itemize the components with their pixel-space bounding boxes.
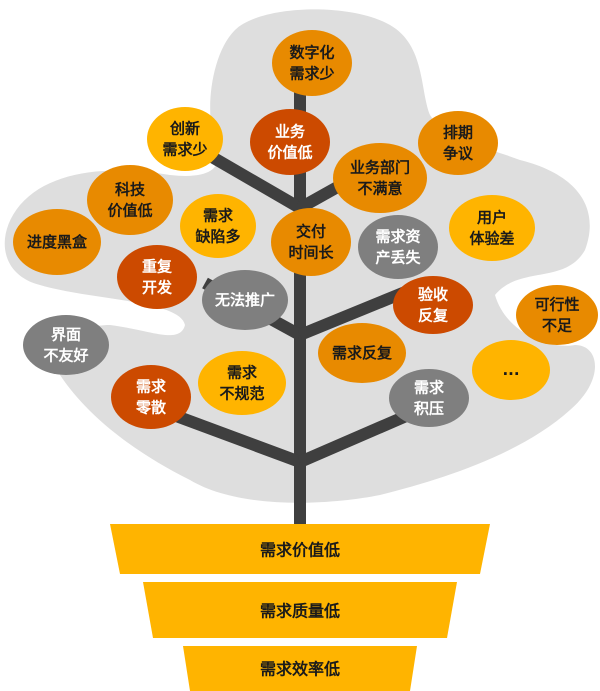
node-bubble: [418, 111, 498, 175]
node-label: 产丢失: [375, 249, 421, 267]
node-label: 创新: [169, 120, 200, 138]
node-label: 反复: [418, 307, 449, 325]
funnel-level-3: [183, 646, 417, 691]
node-label: 进度黑盒: [27, 233, 88, 251]
node-label: 需求少: [162, 141, 207, 159]
root-cause-funnel: 需求价值低 需求质量低 需求效率低: [110, 524, 490, 691]
node-label: 需求反复: [332, 344, 393, 362]
node-bubble: [358, 215, 438, 279]
funnel-level-2: [143, 582, 457, 638]
node-label: 需求少: [289, 65, 334, 83]
node-bubble: [147, 107, 223, 171]
node-bubble: [250, 109, 330, 175]
node-label: 可行性: [534, 296, 579, 314]
node-bubble: [202, 270, 288, 330]
node-bubble: [393, 276, 473, 334]
branch-mid-right: [297, 284, 413, 341]
node-label: 数字化: [289, 44, 334, 62]
node-bubble: [180, 194, 256, 258]
node-label: 验收: [418, 286, 448, 304]
node-label: 需求: [136, 378, 167, 396]
node-label: 科技: [115, 181, 146, 199]
node-label: 排期: [443, 124, 473, 142]
node-bubble: [272, 30, 352, 96]
node-label: 体验差: [469, 230, 514, 248]
node-bubble: [333, 143, 427, 213]
node-label: 需求: [227, 364, 258, 382]
node-label: 界面: [51, 326, 81, 344]
node-label: 不规范: [219, 385, 264, 403]
node-label: 缺陷多: [194, 228, 240, 246]
node-label: 交付: [296, 223, 326, 241]
node-label: 需求: [414, 379, 445, 397]
node-label: 业务: [275, 123, 306, 141]
node-bubble: [271, 208, 351, 276]
node-label: 价值低: [107, 202, 152, 220]
node-cannot-promote: 无法推广: [202, 270, 288, 330]
funnel-level-1: [110, 524, 490, 574]
node-label: 积压: [414, 400, 444, 418]
node-bubble: [389, 369, 469, 427]
node-label: 无法推广: [214, 291, 275, 309]
node-label: 不友好: [43, 347, 88, 365]
node-label: 争议: [443, 145, 474, 163]
node-bubble: [449, 195, 535, 261]
branch-lower-left: [157, 404, 303, 468]
node-progress-black-box: 进度黑盒: [13, 209, 101, 275]
node-label: 业务部门: [350, 159, 410, 177]
funnel-level-3-label: 需求效率低: [260, 660, 340, 679]
node-label: 开发: [142, 279, 173, 297]
funnel-level-2-label: 需求质量低: [260, 602, 340, 621]
node-label: 时间长: [288, 244, 334, 262]
node-bubble: [198, 351, 286, 415]
node-bubble: [516, 285, 598, 345]
branch-lower-right: [297, 404, 423, 468]
node-bubble: [13, 209, 101, 275]
node-bubble: [318, 323, 406, 383]
node-bubble: [472, 340, 550, 400]
node-demand-repeated: 需求反复: [318, 323, 406, 383]
node-bubble: [117, 245, 197, 309]
node-label: 重复: [142, 258, 173, 276]
node-label: 不满意: [357, 180, 402, 198]
node-label: 不足: [542, 317, 573, 335]
node-label: 需求资: [375, 228, 420, 246]
node-ellipsis: ...: [472, 340, 550, 400]
node-label: 需求: [203, 207, 234, 225]
node-label: 用户: [477, 209, 507, 227]
node-bubble: [23, 315, 109, 375]
node-label: ...: [502, 361, 519, 379]
node-bubble: [87, 165, 173, 235]
node-label: 零散: [135, 399, 167, 417]
funnel-level-1-label: 需求价值低: [260, 541, 340, 560]
node-bubble: [111, 365, 191, 429]
node-label: 价值低: [267, 144, 312, 162]
branch-upper-left: [196, 144, 304, 214]
problem-nodes: 数字化需求少业务价值低创新需求少排期争议业务部门不满意科技价值低用户体验差需求缺…: [13, 30, 598, 429]
